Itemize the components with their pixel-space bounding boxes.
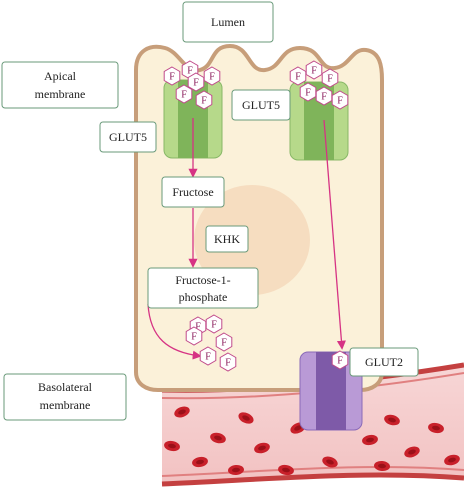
fructose-molecule-letter: F bbox=[295, 72, 301, 83]
fructose-molecule-letter: F bbox=[337, 356, 343, 367]
red-blood-cell-center bbox=[388, 417, 396, 423]
fructose-molecule-letter: F bbox=[225, 358, 231, 369]
red-blood-cell-center bbox=[408, 449, 416, 455]
glut2-label-box: GLUT2 bbox=[349, 347, 419, 377]
fructose-molecule-letter: F bbox=[193, 78, 199, 89]
red-blood-cell-center bbox=[242, 415, 250, 421]
fructose-molecule: F bbox=[299, 82, 317, 102]
red-blood-cell-center bbox=[366, 437, 374, 443]
red-blood-cell-center bbox=[196, 459, 204, 465]
fructose-molecule: F bbox=[219, 352, 237, 372]
fructose-molecule-letter: F bbox=[327, 74, 333, 85]
fructose-molecule-letter: F bbox=[305, 88, 311, 99]
red-blood-cell-center bbox=[294, 425, 302, 431]
fructose-molecule: F bbox=[195, 90, 213, 110]
arrow-glut5-to-glut2 bbox=[323, 119, 346, 350]
glut5-right-label: GLUT5 bbox=[242, 98, 280, 112]
apical-membrane-label-box: Apical membrane bbox=[1, 61, 119, 109]
fructose-molecule-letter: F bbox=[181, 90, 187, 101]
red-blood-cell-center bbox=[214, 435, 222, 441]
red-blood-cell-center bbox=[326, 459, 334, 465]
fructose-molecule: F bbox=[321, 68, 339, 88]
fructose-molecule: F bbox=[203, 66, 221, 86]
khk-label: KHK bbox=[214, 232, 240, 246]
fructose-molecule: F bbox=[289, 66, 307, 86]
apical-label-line2: membrane bbox=[35, 87, 86, 101]
fructose-molecule-letter: F bbox=[311, 66, 317, 77]
fructose-molecule: F bbox=[215, 332, 233, 352]
fructose-molecule-letter: F bbox=[321, 92, 327, 103]
glut5-right-label-box: GLUT5 bbox=[231, 89, 291, 121]
fructose-molecule-letter: F bbox=[205, 352, 211, 363]
fructose-molecule-letter: F bbox=[169, 72, 175, 83]
fructose-molecule: F bbox=[205, 314, 223, 334]
lumen-label-box: Lumen bbox=[182, 1, 274, 43]
red-blood-cell-center bbox=[448, 457, 456, 463]
fructose-molecule-letter: F bbox=[337, 96, 343, 107]
fructose-molecule-letter: F bbox=[187, 66, 193, 77]
basolateral-label-line2: membrane bbox=[40, 398, 91, 412]
fructose-molecule: F bbox=[187, 72, 205, 92]
fructose-molecule: F bbox=[331, 350, 349, 370]
basolateral-membrane-label-box: Basolateral membrane bbox=[3, 373, 127, 421]
arrow-f1p-to-fructose bbox=[147, 303, 202, 360]
glut5-left-label-box: GLUT5 bbox=[99, 121, 157, 153]
fructose-molecule: F bbox=[331, 90, 349, 110]
red-blood-cell-center bbox=[432, 425, 440, 431]
red-blood-cell-center bbox=[282, 467, 290, 473]
fructose-molecule-letter: F bbox=[209, 72, 215, 83]
fructose-molecule: F bbox=[185, 326, 203, 346]
fructose-molecule-letter: F bbox=[221, 338, 227, 349]
glut5-left-label: GLUT5 bbox=[109, 130, 147, 144]
lumen-label: Lumen bbox=[211, 15, 245, 29]
fructose-molecule: F bbox=[163, 66, 181, 86]
khk-label-box: KHK bbox=[205, 225, 249, 253]
fructose-molecule-letter: F bbox=[211, 320, 217, 331]
fructose-molecule: F bbox=[315, 86, 333, 106]
f1p-label-line2: phosphate bbox=[179, 290, 228, 304]
fructose-label-box: Fructose bbox=[161, 176, 225, 208]
red-blood-cell-center bbox=[178, 409, 186, 415]
basolateral-label-line1: Basolateral bbox=[38, 380, 93, 394]
fructose-molecule-letter: F bbox=[201, 96, 207, 107]
red-blood-cell-center bbox=[378, 463, 386, 469]
red-blood-cell-center bbox=[168, 443, 176, 449]
apical-label-line1: Apical bbox=[44, 69, 77, 83]
fructose-molecule: F bbox=[199, 346, 217, 366]
fructose-molecule-letter: F bbox=[191, 332, 197, 343]
f1p-label-line1: Fructose-1- bbox=[175, 273, 230, 287]
fructose-molecule: F bbox=[175, 84, 193, 104]
fructose-label: Fructose bbox=[172, 185, 213, 199]
red-blood-cell-center bbox=[232, 467, 240, 473]
f1p-label-box: Fructose-1- phosphate bbox=[147, 267, 259, 309]
fructose-molecule-letter: F bbox=[195, 322, 201, 333]
red-blood-cell-center bbox=[258, 445, 266, 451]
fructose-molecule: F bbox=[305, 60, 323, 80]
glut2-label: GLUT2 bbox=[365, 355, 403, 369]
